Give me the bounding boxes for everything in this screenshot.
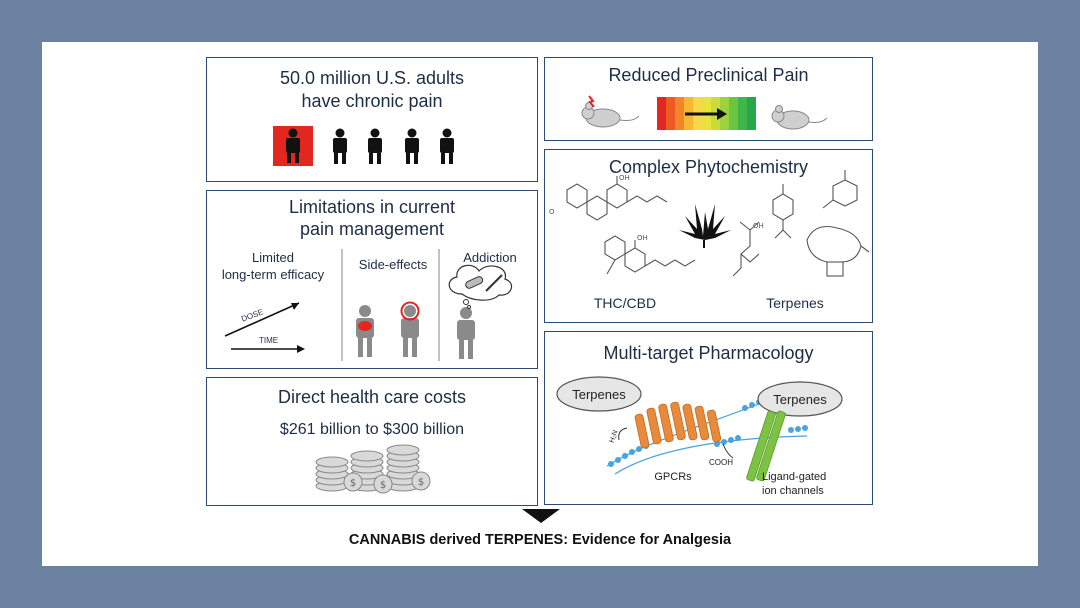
dollar-icon: $ xyxy=(418,477,424,488)
costs-title: Direct health care costs xyxy=(277,387,467,407)
panel-chronic-pain: 50.0 million U.S. adults have chronic pa… xyxy=(206,57,538,182)
gpcrs-label: GPCRs xyxy=(654,471,692,483)
thc-molecule-icon xyxy=(566,176,668,221)
cbd-molecule-icon xyxy=(604,235,696,275)
ion-channel-label-line2: ion channels xyxy=(762,485,824,497)
caryophyllene-molecule-icon xyxy=(806,225,870,277)
n-terminus-line xyxy=(618,427,628,441)
svg-text:OH: OH xyxy=(753,222,764,230)
phytochem-title: Complex Phytochemistry xyxy=(608,157,809,177)
chronic-pain-line1: 50.0 million U.S. adults xyxy=(279,68,465,88)
mouse-icon xyxy=(771,105,828,130)
costs-range: $261 billion to $300 billion xyxy=(279,421,465,438)
panel-phytochemistry: Complex Phytochemistry THC/CBD Terpenes xyxy=(544,149,873,323)
dose-arrow xyxy=(224,302,300,337)
stomach-pain-marker xyxy=(358,321,372,331)
terpenes-left-label: Terpenes xyxy=(572,387,626,402)
terpenes-label: Terpenes xyxy=(766,295,824,311)
pain-person-icon xyxy=(286,128,300,163)
cooh-label: COOH xyxy=(709,458,733,467)
thought-bubble-icon xyxy=(448,264,513,309)
gpcr-helices-icon xyxy=(634,401,722,449)
panel-limitations: Limitations in current pain management L… xyxy=(206,190,538,369)
terpenes-ellipse-left xyxy=(556,376,642,412)
limonene-molecule-icon xyxy=(772,184,794,239)
ion-channel-icon xyxy=(746,410,786,482)
limitations-figures xyxy=(224,249,513,361)
arrow-down-icon xyxy=(522,509,560,523)
svg-text:OH: OH xyxy=(619,174,630,182)
side-effects-label: Side-effects xyxy=(358,257,428,272)
cannabis-leaf-icon xyxy=(679,204,731,248)
panel-costs: Direct health care costs $261 billion to… xyxy=(206,377,538,506)
thc-cbd-label: THC/CBD xyxy=(593,295,657,311)
mouse-in-pain-icon xyxy=(581,95,640,128)
svg-text:O: O xyxy=(549,208,555,216)
time-label: TIME xyxy=(259,336,279,345)
syringe-icon xyxy=(485,274,503,292)
pharmacology-figure: Terpenes Terpenes H₂N COOH GPCRs Ligand-… xyxy=(556,376,843,497)
dollar-icon: $ xyxy=(350,478,356,489)
head-pain-marker xyxy=(400,301,420,321)
terpenes-ellipse-right xyxy=(757,381,843,417)
dollar-icon: $ xyxy=(380,480,386,491)
efficacy-label-line1: Limited xyxy=(252,250,294,265)
bottom-caption: CANNABIS derived TERPENES: Evidence for … xyxy=(348,532,732,548)
svg-text:OH: OH xyxy=(637,234,648,242)
panel-preclinical: Reduced Preclinical Pain xyxy=(544,57,873,141)
person-icon xyxy=(333,128,454,164)
panel-pharmacology: Multi-target Pharmacology xyxy=(544,331,873,505)
pill-icon xyxy=(465,276,484,289)
phytochem-figure: OH OH O OH xyxy=(549,170,870,277)
person-icon xyxy=(356,305,475,359)
preclinical-title: Reduced Preclinical Pain xyxy=(608,65,809,85)
chronic-pain-line2: have chronic pain xyxy=(301,91,443,111)
coin-stacks-icon: $ $ $ xyxy=(315,444,431,494)
pinene-molecule-icon xyxy=(822,170,858,209)
c-terminus-line xyxy=(722,443,734,459)
pharmacology-title: Multi-target Pharmacology xyxy=(603,343,814,363)
terpenes-right-label: Terpenes xyxy=(773,392,827,407)
addiction-label: Addiction xyxy=(463,250,517,265)
nh2-label: H₂N xyxy=(609,429,620,443)
limitations-title-line1: Limitations in current xyxy=(288,197,456,217)
people-figures xyxy=(273,126,454,166)
ion-channel-label-line1: Ligand-gated xyxy=(762,471,826,483)
limitations-title-line2: pain management xyxy=(299,219,445,239)
efficacy-label-line2: long-term efficacy xyxy=(221,267,325,282)
preclinical-figure xyxy=(581,95,828,130)
linalool-molecule-icon xyxy=(732,221,760,277)
slide-canvas xyxy=(42,42,1038,566)
